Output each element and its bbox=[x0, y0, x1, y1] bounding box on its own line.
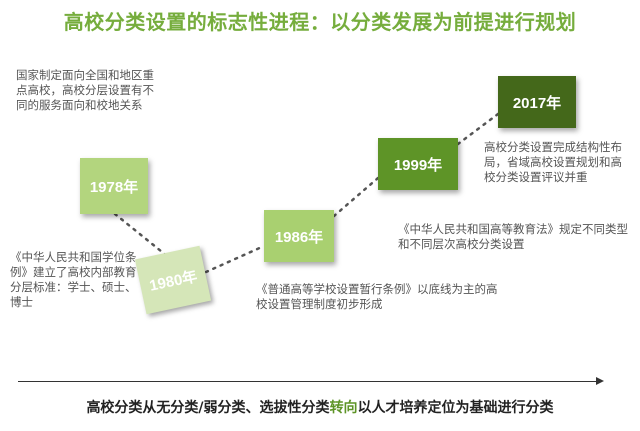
milestone-1986-box: 1986年 bbox=[264, 210, 334, 262]
milestone-1986-description: 《普通高等学校设置暂行条例》以底线为主的高校设置管理制度初步形成 bbox=[256, 282, 498, 311]
milestone-2017-description: 高校分类设置完成结构性布局，省域高校设置规划和高校分类设置评议并重 bbox=[484, 140, 622, 184]
summary-highlight: 转向 bbox=[329, 400, 358, 416]
connector-1986-1999 bbox=[332, 176, 380, 218]
summary-statement: 高校分类从无分类/弱分类、选拔性分类转向以人才培养定位为基础进行分类 bbox=[0, 397, 640, 417]
timeline-axis bbox=[18, 381, 598, 382]
summary-before: 高校分类从无分类/弱分类、选拔性分类 bbox=[86, 400, 330, 416]
milestone-1978-description: 国家制定面向全国和地区重点高校，高校分层设置有不同的服务面向和校地关系 bbox=[16, 68, 154, 112]
summary-after: 以人才培养定位为基础进行分类 bbox=[357, 400, 554, 416]
milestone-1980-description: 《中华人民共和国学位条例》建立了高校内部教育分层标准：学士、硕士、博士 bbox=[10, 250, 137, 309]
page-title: 高校分类设置的标志性进程：以分类发展为前提进行规划 bbox=[63, 10, 577, 34]
milestone-1999-box: 1999年 bbox=[378, 138, 458, 190]
connector-1980-1986 bbox=[204, 244, 266, 274]
timeline-arrow-icon bbox=[596, 377, 604, 385]
milestone-1978-box: 1978年 bbox=[80, 158, 148, 214]
milestone-1999-description: 《中华人民共和国高等教育法》规定不同类型和不同层次高校分类设置 bbox=[398, 222, 628, 251]
connector-1999-2017 bbox=[456, 112, 500, 146]
milestone-2017-box: 2017年 bbox=[498, 76, 576, 128]
